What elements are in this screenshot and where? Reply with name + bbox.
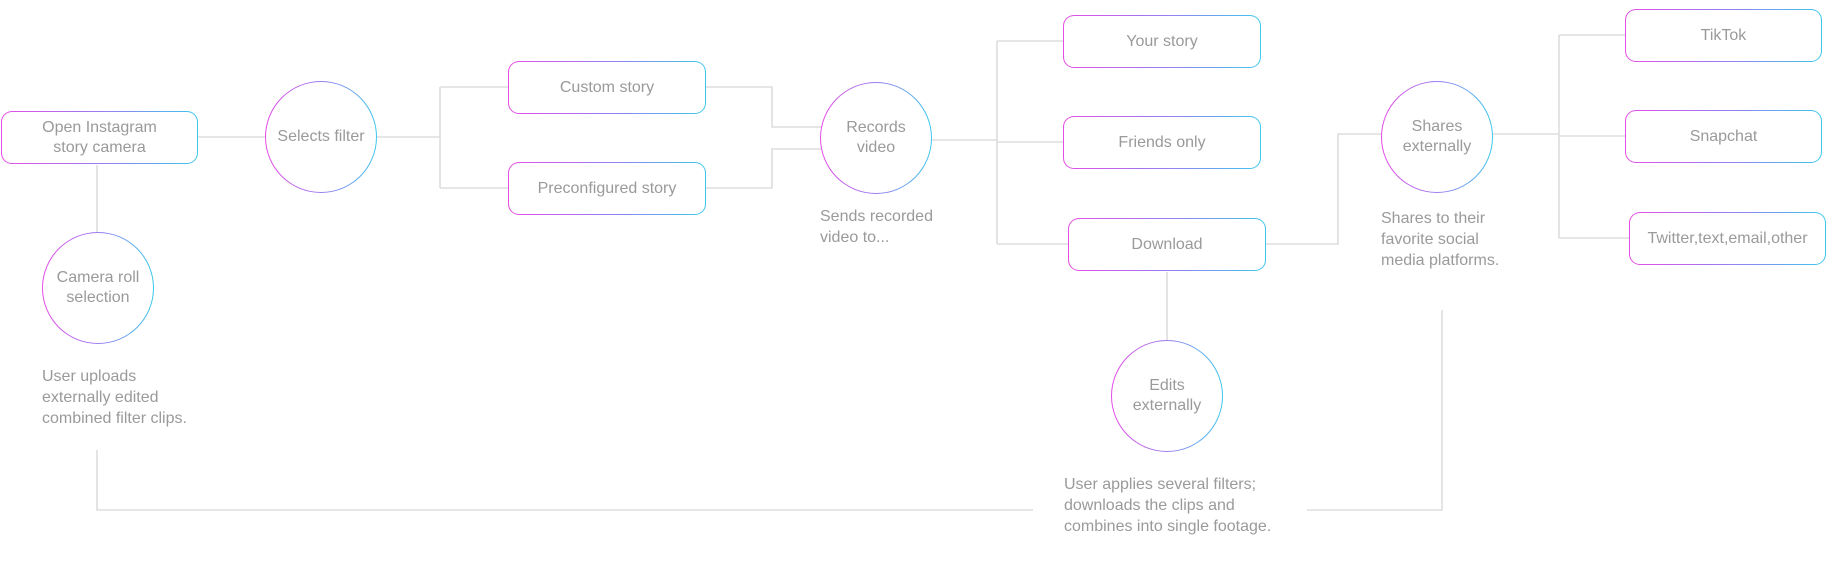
- download-label: Download: [1131, 235, 1203, 253]
- edits-externally-label: Edits externally: [1132, 377, 1202, 414]
- friends-only-node: Friends only: [1063, 116, 1261, 169]
- download-node: Download: [1068, 218, 1266, 271]
- your-story-label: Your story: [1126, 32, 1198, 50]
- note-user-applies-filters: User applies several filters; downloads …: [1064, 476, 1272, 535]
- snapchat-label: Snapchat: [1689, 127, 1758, 145]
- friends-only-label: Friends only: [1118, 133, 1206, 151]
- preconfigured-story-node: Preconfigured story: [508, 162, 706, 215]
- records-video-node: Records video: [820, 82, 932, 194]
- tiktok-node: TikTok: [1625, 9, 1822, 62]
- selects-filter-node: Selects filter: [265, 81, 377, 193]
- your-story-node: Your story: [1063, 15, 1261, 68]
- note-user-uploads: User uploads externally edited combined …: [42, 368, 187, 427]
- selects-filter-label: Selects filter: [277, 128, 365, 145]
- camera-roll-selection-label: Camera roll selection: [56, 269, 140, 306]
- custom-story-label: Custom story: [559, 78, 655, 96]
- shares-externally-node: Shares externally: [1381, 81, 1493, 193]
- note-shares-to-platforms: Shares to their favorite social media pl…: [1381, 210, 1500, 269]
- custom-story-node: Custom story: [508, 61, 706, 114]
- connector-custom-to-records: [705, 86, 822, 128]
- connector-download-to-shares: [1265, 133, 1382, 245]
- twitter-text-email-other-node: Twitter,text,email,other: [1629, 212, 1826, 265]
- note-sends-recorded-video: Sends recorded video to...: [820, 208, 933, 246]
- tiktok-label: TikTok: [1700, 26, 1747, 44]
- camera-roll-selection-node: Camera roll selection: [42, 232, 154, 344]
- connector-preconfigured-to-records: [705, 148, 822, 189]
- preconfigured-story-label: Preconfigured story: [537, 179, 677, 197]
- open-instagram-camera-node: Open Instagram story camera: [1, 111, 198, 164]
- snapchat-node: Snapchat: [1625, 110, 1822, 163]
- open-instagram-camera-label: Open Instagram story camera: [42, 118, 157, 156]
- records-video-label: Records video: [846, 119, 906, 156]
- twitter-text-email-other-label: Twitter,text,email,other: [1647, 229, 1808, 247]
- connector-bottom-loop-right: [1307, 310, 1443, 511]
- shares-externally-label: Shares externally: [1402, 118, 1472, 155]
- edits-externally-node: Edits externally: [1111, 340, 1223, 452]
- connector-bottom-loop-left: [96, 450, 1033, 511]
